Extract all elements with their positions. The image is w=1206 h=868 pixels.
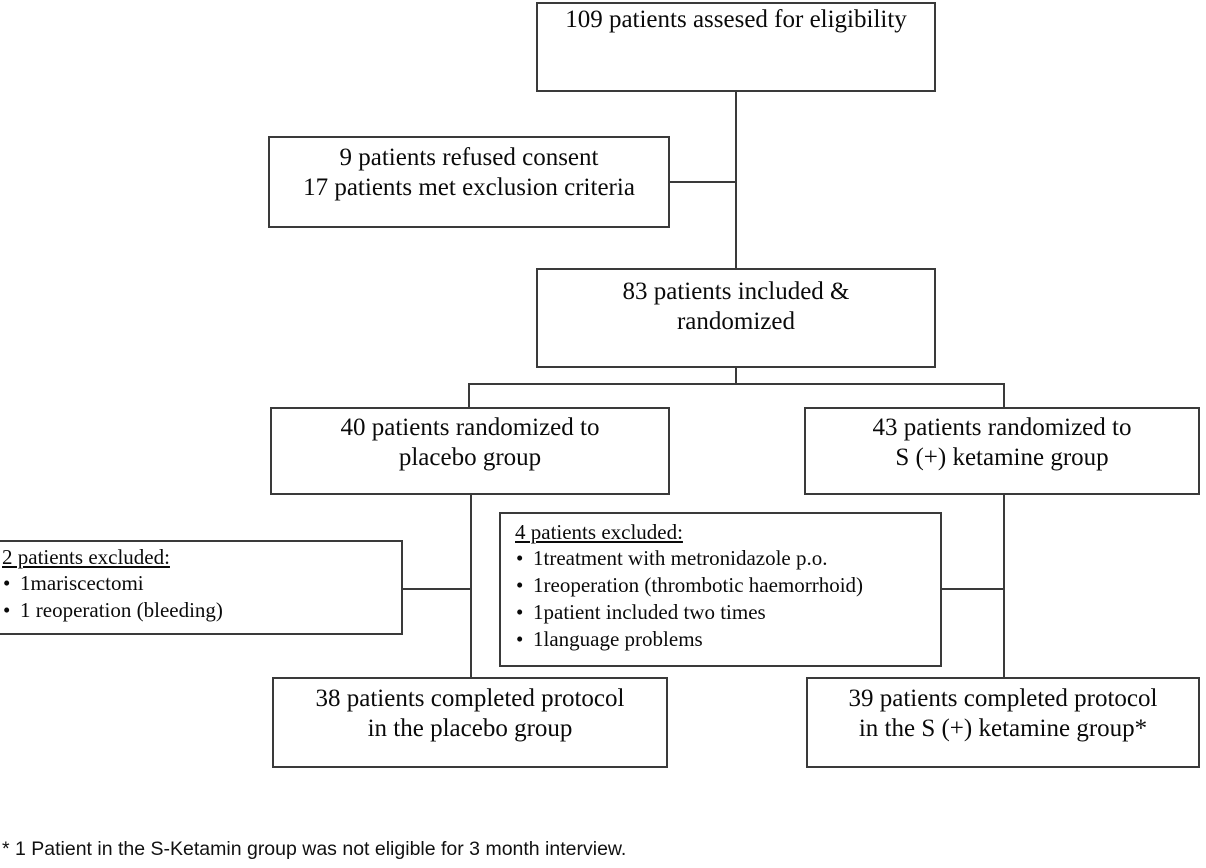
excluded-pre-line-1: 9 patients refused consent (339, 144, 599, 171)
excluded-ketamine-list: 1treatment with metronidazole p.o. 1reop… (515, 545, 940, 653)
footnote: * 1 Patient in the S-Ketamin group was n… (2, 838, 627, 860)
list-item: 1reoperation (thrombotic haemorrhoid) (515, 572, 940, 599)
list-item: 1 reoperation (bleeding) (2, 597, 401, 624)
completed-placebo-line-1: 38 patients completed protocol (315, 685, 625, 712)
excluded-placebo-list: 1mariscectomi 1 reoperation (bleeding) (2, 570, 401, 624)
connector-drop-placebo (468, 383, 470, 408)
list-item: 1language problems (515, 626, 940, 653)
excluded-ketamine-header: 4 patients excluded: (515, 520, 683, 544)
box-completed-placebo: 38 patients completed protocol in the pl… (272, 677, 668, 768)
allocation-ketamine-line-2: S (+) ketamine group (895, 443, 1109, 471)
enrollment-line-1: 109 patients assesed for eligibility (565, 6, 907, 33)
completed-ketamine-line-1: 39 patients completed protocol (848, 685, 1158, 712)
connector-excluded-placebo (403, 588, 472, 590)
connector-ketamine-spine (1003, 495, 1005, 678)
list-item: 1patient included two times (515, 599, 940, 626)
connector-drop-ketamine (1003, 383, 1005, 408)
randomized-line-2: randomized (676, 307, 795, 335)
connector-enrollment-to-randomized (735, 92, 737, 268)
box-randomized: 83 patients included & randomized (536, 268, 936, 368)
excluded-placebo-header: 2 patients excluded: (2, 545, 170, 569)
box-excluded-placebo: 2 patients excluded: 1mariscectomi 1 reo… (0, 540, 403, 635)
allocation-placebo-line-1: 40 patients randomized to (340, 414, 600, 441)
box-allocation-placebo: 40 patients randomized to placebo group (270, 407, 670, 495)
box-enrollment: 109 patients assesed for eligibility (536, 2, 936, 92)
connector-excluded-pre-randomization (670, 181, 736, 183)
list-item: 1mariscectomi (2, 570, 401, 597)
completed-ketamine-line-2: in the S (+) ketamine group* (858, 714, 1148, 742)
completed-placebo-line-2: in the placebo group (367, 714, 573, 742)
connector-randomized-stem (735, 368, 737, 385)
list-item: 1treatment with metronidazole p.o. (515, 545, 940, 572)
connector-excluded-ketamine (942, 588, 1005, 590)
excluded-pre-line-2: 17 patients met exclusion criteria (303, 173, 635, 201)
box-excluded-ketamine: 4 patients excluded: 1treatment with met… (499, 512, 942, 667)
box-excluded-before-randomization: 9 patients refused consent 17 patients m… (268, 136, 670, 228)
box-completed-ketamine: 39 patients completed protocol in the S … (806, 677, 1200, 768)
allocation-placebo-line-2: placebo group (398, 443, 542, 471)
allocation-ketamine-line-1: 43 patients randomized to (872, 414, 1132, 441)
box-allocation-ketamine: 43 patients randomized to S (+) ketamine… (804, 407, 1200, 495)
randomized-line-1: 83 patients included & (622, 278, 850, 305)
connector-allocation-split-bar (468, 383, 1005, 385)
connector-placebo-spine (470, 495, 472, 678)
